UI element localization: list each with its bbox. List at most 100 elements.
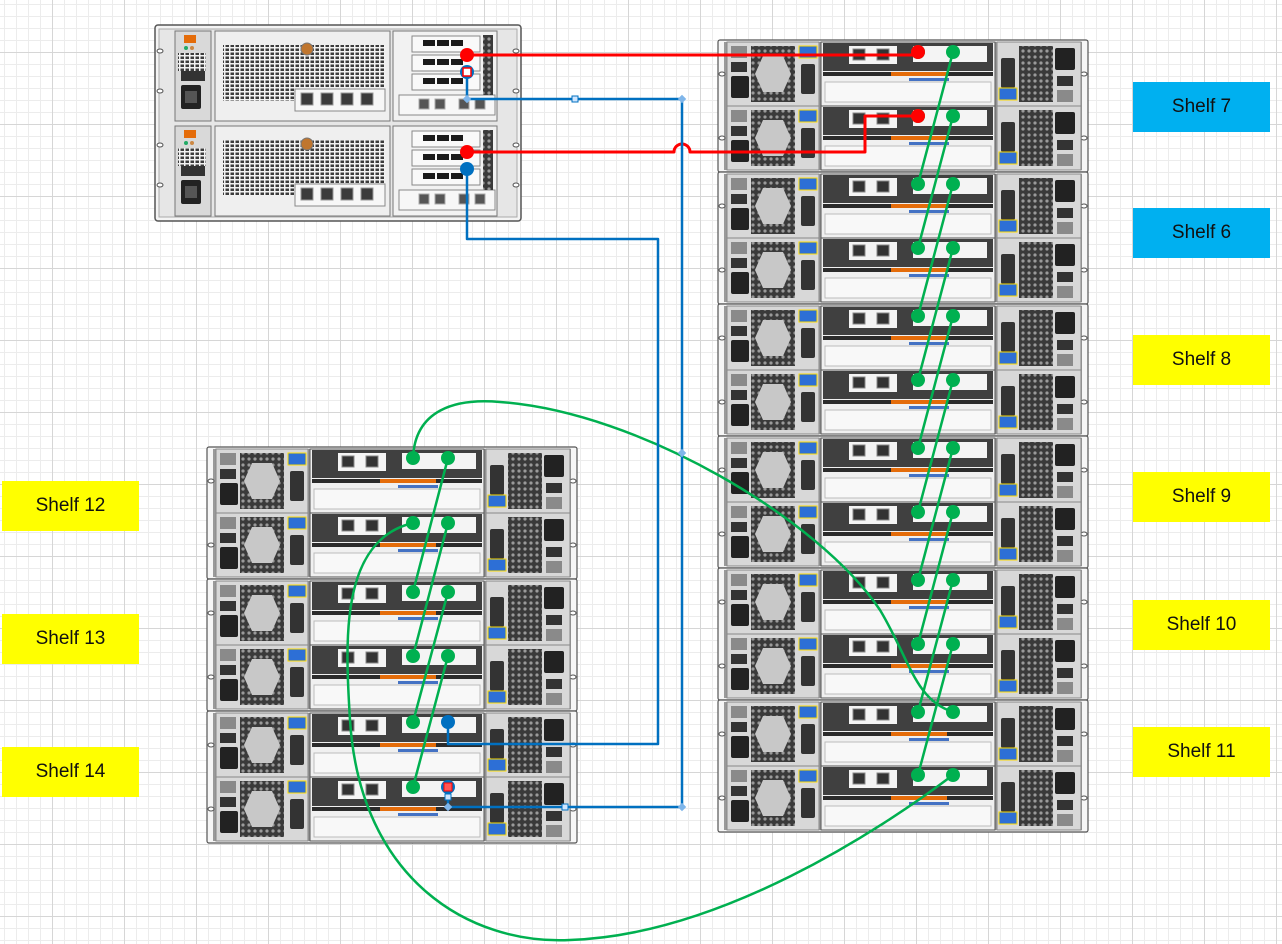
shelf-label[interactable]: Shelf 11 <box>1133 727 1270 777</box>
psu-handle <box>801 724 815 754</box>
shelf-label[interactable]: Shelf 14 <box>2 747 139 797</box>
power-switch <box>181 166 205 176</box>
release-tab <box>380 479 436 483</box>
ethernet-port <box>876 508 890 521</box>
label-tag <box>798 241 818 255</box>
power-switch <box>1057 404 1073 414</box>
rack-hole <box>156 48 164 54</box>
psu-handle <box>490 661 504 691</box>
sas-port-connector <box>441 715 455 729</box>
fan-grille <box>1019 706 1053 762</box>
release-tab <box>891 664 947 668</box>
fan-icon <box>1057 354 1073 366</box>
psu-handle <box>801 260 815 290</box>
sas-port-connector <box>946 109 960 123</box>
label-tag <box>287 780 307 794</box>
rack-hole <box>718 599 726 605</box>
rack-hole <box>207 742 215 748</box>
shelf-label[interactable]: Shelf 6 <box>1133 208 1270 258</box>
release-tab-blue <box>909 738 949 741</box>
shelf-label[interactable]: Shelf 13 <box>2 614 139 664</box>
sas-port <box>423 135 435 141</box>
rack-hole <box>718 71 726 77</box>
sas-port-connector <box>911 177 925 191</box>
equipment-layer <box>154 24 1089 844</box>
psu-handle <box>1001 122 1015 152</box>
power-inlet <box>1055 112 1075 134</box>
left-stack <box>206 446 578 844</box>
sas-port-panel <box>402 585 476 601</box>
sas-port-connector <box>406 715 420 729</box>
release-tab <box>380 611 436 615</box>
fan-icon <box>731 506 747 518</box>
fan-icon <box>1057 682 1073 694</box>
rack-hole <box>1080 267 1088 273</box>
blank-panel <box>313 488 481 510</box>
shelf-label[interactable]: Shelf 7 <box>1133 82 1270 132</box>
fan-icon <box>546 825 562 837</box>
power-switch <box>1057 272 1073 282</box>
sas-port <box>423 173 435 179</box>
sas-port <box>451 154 463 160</box>
power-inlet <box>1055 576 1075 598</box>
sas-port-connector <box>946 373 960 387</box>
shelf-label[interactable]: Shelf 12 <box>2 481 139 531</box>
fan-grille <box>508 517 542 573</box>
rack-hole <box>569 610 577 616</box>
fan-icon <box>546 561 562 573</box>
sas-port-connector <box>911 705 925 719</box>
sas-cable-green <box>916 446 955 582</box>
sas-port-connector <box>946 45 960 59</box>
selection-handle <box>444 793 452 801</box>
fan-icon <box>731 110 747 122</box>
sas-cable-green <box>916 510 955 646</box>
release-tab <box>891 400 947 404</box>
release-tab-blue <box>398 749 438 752</box>
thumbscrew <box>300 42 314 56</box>
ethernet-port <box>876 312 890 325</box>
sas-cable-green <box>916 246 955 382</box>
power-switch <box>731 654 747 664</box>
shelf-label[interactable]: Shelf 10 <box>1133 600 1270 650</box>
label-tag <box>798 309 818 323</box>
power-switch <box>546 679 562 689</box>
sas-port <box>437 59 449 65</box>
power-switch <box>731 390 747 400</box>
fc-port <box>418 193 430 205</box>
shelf-label[interactable]: Shelf 8 <box>1133 335 1270 385</box>
fan-grille <box>508 585 542 641</box>
power-inlet <box>731 736 749 758</box>
psu-handle <box>1001 650 1015 680</box>
release-tab <box>891 600 947 604</box>
selection-handle <box>443 782 453 792</box>
power-inlet <box>220 679 238 701</box>
sas-port <box>423 78 435 84</box>
blank-panel <box>824 609 992 631</box>
fan-icon <box>731 310 747 322</box>
release-tab <box>891 532 947 536</box>
fan-icon <box>220 717 236 729</box>
shelf-label[interactable]: Shelf 9 <box>1133 472 1270 522</box>
label-tag <box>998 483 1018 497</box>
power-switch <box>220 797 236 807</box>
ethernet-port <box>852 112 866 125</box>
sas-port-connector <box>406 649 420 663</box>
label-tag <box>998 547 1018 561</box>
ethernet-port <box>876 180 890 193</box>
rack-hole <box>718 531 726 537</box>
rack-hole <box>156 182 164 188</box>
fan-icon <box>1057 550 1073 562</box>
fan-icon <box>546 693 562 705</box>
rack-hole <box>1080 399 1088 405</box>
label-tag <box>798 109 818 123</box>
power-switch <box>546 483 562 493</box>
ethernet-port <box>852 508 866 521</box>
power-switch <box>1057 472 1073 482</box>
blank-panel <box>824 477 992 499</box>
status-led <box>190 141 194 145</box>
power-switch <box>731 722 747 732</box>
fan-icon <box>731 374 747 386</box>
blank-panel <box>824 145 992 167</box>
power-switch <box>731 458 747 468</box>
fan-grille <box>1019 442 1053 498</box>
